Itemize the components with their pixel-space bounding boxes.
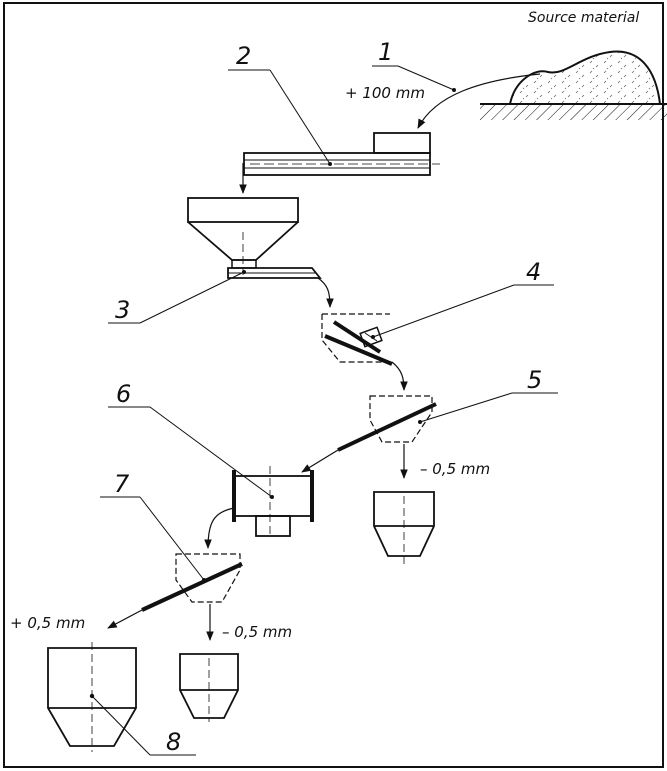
callout-2-number: 2 <box>236 42 251 70</box>
callout-5-number: 5 <box>527 366 542 394</box>
source-material-pile: Source material <box>480 10 667 120</box>
callout-1: 1 <box>372 38 456 92</box>
hopper <box>187 197 322 279</box>
source-material-label: Source material <box>528 10 639 26</box>
callout-7: 7 <box>100 470 206 582</box>
flow-arrow-screen5-to-dryer <box>301 449 339 473</box>
callout-3: 3 <box>108 270 246 324</box>
flow-arrow-crusher-to-screen5 <box>391 361 408 391</box>
screen-5 <box>337 395 437 479</box>
callout-2: 2 <box>228 42 332 166</box>
size-label-feed: + 100 mm <box>345 84 425 102</box>
flow-arrow-pile-to-feeder <box>417 73 541 129</box>
callout-4-number: 4 <box>526 258 541 286</box>
callout-7-number: 7 <box>114 470 130 498</box>
callout-8-number: 8 <box>166 728 181 756</box>
callout-1-number: 1 <box>378 38 393 66</box>
product-bin-fines-1 <box>373 491 435 564</box>
screen-7 <box>107 553 243 641</box>
flow-arrow-unit6-to-screen7 <box>204 507 235 549</box>
size-label-screen7-oversize: + 0,5 mm <box>10 614 85 632</box>
callout-8: 8 <box>91 695 196 756</box>
callout-6: 6 <box>108 380 274 499</box>
product-bin-fines-2 <box>179 653 239 722</box>
flow-arrow-hopper-to-crusher <box>317 277 334 308</box>
callout-3-number: 3 <box>115 296 130 324</box>
drum-unit-6 <box>232 466 314 537</box>
size-label-screen5-fines: – 0,5 mm <box>420 460 490 478</box>
drawing-border <box>3 2 664 768</box>
crusher <box>321 313 393 366</box>
belt-feeder <box>243 132 440 176</box>
size-label-screen7-fines: – 0,5 mm <box>222 623 292 641</box>
callout-6-number: 6 <box>116 380 131 408</box>
callout-4: 4 <box>371 258 554 339</box>
product-bin-oversize-8 <box>47 642 137 752</box>
callout-5: 5 <box>418 366 558 424</box>
